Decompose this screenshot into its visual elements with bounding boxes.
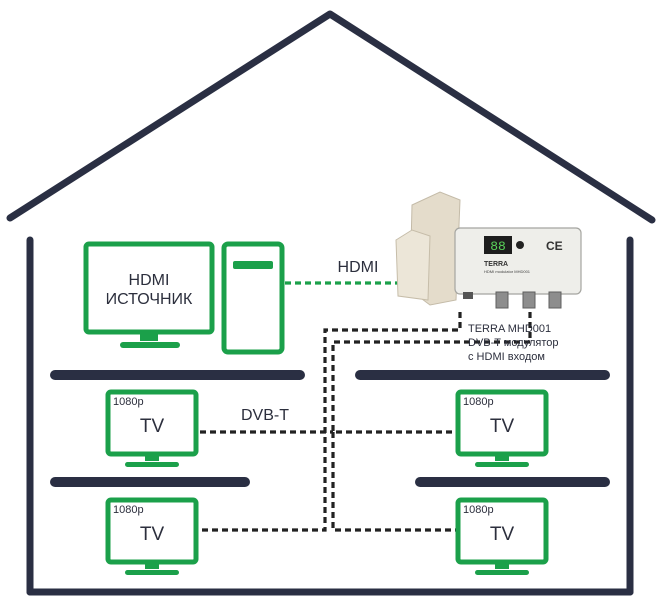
device-brand: TERRA [484, 261, 508, 268]
modulator-caption-3: с HDMI входом [468, 351, 545, 363]
tv-bottom-right: 1080p TV [455, 497, 549, 575]
tv-stand [495, 563, 509, 569]
heatsink [395, 229, 431, 301]
ce-mark: CE [546, 239, 563, 253]
dvbt-cables [200, 312, 532, 532]
source-label-line2: ИСТОЧНИК [106, 291, 193, 308]
tv-stand [145, 455, 159, 461]
tv-resolution: 1080p [113, 396, 144, 408]
drive-bay [233, 261, 273, 269]
tv-name: TV [490, 524, 515, 545]
source-label-line1: HDMI [129, 272, 170, 289]
display-window [484, 236, 512, 254]
modulator-body [454, 227, 582, 295]
tv-name: TV [140, 524, 165, 545]
hdmi-label: HDMI [338, 259, 379, 276]
dvbt-label: DVB-T [241, 407, 289, 424]
house-outline [6, 10, 656, 596]
rf-connector-3 [548, 291, 562, 309]
drop-bottom-right [331, 432, 460, 532]
rf-connector-1 [495, 291, 509, 309]
modulator-device: 88 CE TERRA HDMI modulator MHD001 [395, 191, 582, 309]
roof [6, 10, 656, 224]
tv-base [475, 462, 529, 467]
tv-stand [495, 455, 509, 461]
monitor-base [120, 342, 180, 348]
tv-name: TV [140, 416, 165, 437]
modulator-caption-1: TERRA MHD001 [468, 323, 551, 335]
monitor-stand [140, 333, 158, 341]
tv-base [125, 570, 179, 575]
rf-connector-2 [522, 291, 536, 309]
tv-top-left: 1080p TV [105, 389, 199, 467]
tv-resolution: 1080p [463, 396, 494, 408]
tv-top-right: 1080p TV [455, 389, 549, 467]
shelves [50, 370, 610, 487]
tv-resolution: 1080p [113, 504, 144, 516]
display-digits: 88 [490, 239, 506, 254]
pc-tower [221, 241, 285, 355]
hdmi-port [463, 292, 473, 299]
device-model: HDMI modulator MHD001 [484, 269, 531, 274]
tv-base [475, 570, 529, 575]
monitor: HDMI ИСТОЧНИК [83, 241, 215, 348]
tv-stand [145, 563, 159, 569]
tv-bottom-left: 1080p TV [105, 497, 199, 575]
tv-name: TV [490, 416, 515, 437]
trunk-cable-a [200, 312, 462, 532]
modulator-caption-2: DVB-T модулятор [468, 337, 559, 349]
tv-resolution: 1080p [463, 504, 494, 516]
tv-base [125, 462, 179, 467]
trunk-cable-b [331, 312, 532, 434]
button-icon [516, 241, 524, 249]
